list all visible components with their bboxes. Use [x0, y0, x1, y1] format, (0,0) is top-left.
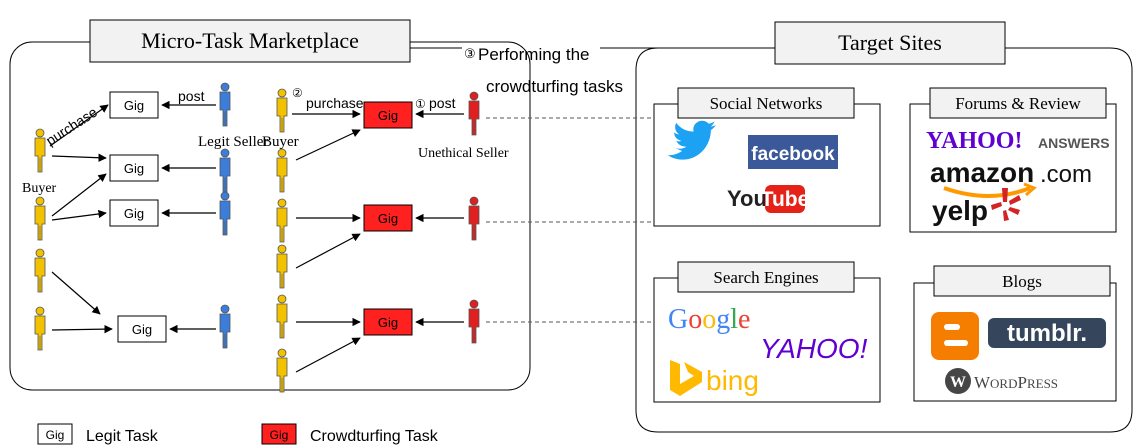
legit-seller-icon: [219, 191, 231, 236]
buyer-icon: [276, 348, 288, 393]
target-sites-container: [635, 47, 1133, 433]
buyer-icon: [276, 294, 288, 339]
svg-text:Legit Task: Legit Task: [86, 428, 159, 445]
svg-text:Gig: Gig: [378, 108, 398, 123]
buyer-label-left: Buyer: [22, 181, 57, 196]
target-sites-title-box: [774, 21, 1006, 65]
legit-gig: Gig: [109, 154, 159, 182]
svg-text:bing: bing: [706, 365, 759, 396]
twitter-logo-icon: [667, 120, 716, 160]
group-title-box: [677, 87, 855, 119]
marketplace-title: Micro-Task Marketplace: [141, 28, 359, 53]
unethical-seller-label: Unethical Seller: [418, 146, 509, 161]
legit-gig: Gig: [109, 91, 159, 119]
google-logo-icon: Google: [668, 304, 750, 335]
svg-text:YAHOO!: YAHOO!: [926, 128, 1022, 154]
legend-item-legit: Gig Legit Task: [37, 423, 159, 445]
legit-gig: Gig: [109, 199, 159, 227]
svg-text:Gig: Gig: [270, 428, 289, 442]
group-title-box: [677, 261, 855, 293]
svg-text:You: You: [727, 186, 767, 211]
wordpress-logo-icon: W WORDPRESS: [945, 368, 1058, 394]
buyer-label-middle: Buyer: [262, 134, 299, 150]
svg-text:Gig: Gig: [124, 98, 144, 113]
legit-seller-icon: [219, 82, 231, 127]
target-sites-title: Target Sites: [838, 30, 942, 55]
facebook-logo-icon: facebook: [748, 135, 838, 169]
amazon-logo-icon: amazon .com: [930, 157, 1092, 198]
svg-text:tumblr.: tumblr.: [1007, 320, 1087, 347]
marketplace-arrows: [49, 100, 464, 373]
svg-text:Gig: Gig: [46, 428, 65, 442]
group-title-box: [933, 265, 1111, 297]
buyer-icon: [276, 198, 288, 243]
blogger-logo-icon: [931, 312, 979, 360]
legit-gig: Gig: [117, 315, 167, 343]
svg-text:Gig: Gig: [124, 206, 144, 221]
buyer-icon: [34, 248, 46, 293]
svg-text:facebook: facebook: [751, 144, 835, 165]
svg-text:amazon: amazon: [930, 157, 1034, 188]
svg-text:W: W: [950, 374, 966, 391]
group-title: Social Networks: [710, 94, 823, 113]
group-title: Blogs: [1002, 272, 1042, 291]
step3-text-line2: crowdturfing tasks: [486, 77, 623, 96]
unethical-seller-icon: [468, 196, 480, 241]
svg-text:yelp: yelp: [932, 195, 988, 226]
legit-seller-icon: [219, 148, 231, 193]
yelp-logo-icon: yelp: [932, 188, 1021, 226]
dashed-connectors: [486, 117, 652, 323]
svg-text:Gig: Gig: [378, 211, 398, 226]
crowdturfing-gig: Gig: [363, 204, 413, 232]
svg-text:Google: Google: [668, 304, 750, 335]
step3-marker: ③: [464, 46, 476, 61]
legend-item-crowdturfing: Gig Crowdturfing Task: [261, 423, 439, 445]
post-label-legit: post: [178, 88, 205, 104]
group-title: Search Engines: [713, 268, 818, 287]
crowdturfing-gig: Gig: [363, 101, 413, 129]
svg-text:ANSWERS: ANSWERS: [1038, 135, 1110, 151]
step1-marker: ①: [415, 97, 426, 111]
legit-seller-icon: [219, 304, 231, 349]
step3-text-line1: Performing the: [478, 45, 590, 64]
buyer-icon: [276, 88, 288, 133]
svg-text:.com: .com: [1040, 161, 1092, 188]
svg-text:Gig: Gig: [124, 161, 144, 176]
legit-seller-label: Legit Seller: [198, 134, 268, 150]
svg-text:Crowdturfing Task: Crowdturfing Task: [310, 428, 439, 445]
yahoo-logo-icon: YAHOO!: [760, 333, 868, 364]
crowdturfing-gig: Gig: [363, 308, 413, 336]
svg-text:Tube: Tube: [761, 188, 810, 211]
tumblr-logo-icon: tumblr.: [988, 318, 1106, 348]
svg-text:Gig: Gig: [378, 315, 398, 330]
purchase-label-left: purchase: [43, 104, 100, 149]
unethical-seller-icon: [468, 299, 480, 344]
bing-logo-icon: bing: [670, 360, 759, 396]
buyer-icon: [276, 148, 288, 193]
post-label-unethical: post: [429, 95, 456, 111]
group-title: Forums & Review: [955, 94, 1081, 113]
step2-marker: ②: [292, 86, 303, 100]
buyer-icon: [34, 306, 46, 351]
buyer-icon: [276, 244, 288, 289]
yahoo-answers-logo-icon: YAHOO! ANSWERS: [926, 128, 1110, 154]
marketplace-title-box: [89, 19, 411, 63]
buyer-icon: [34, 196, 46, 241]
youtube-logo-icon: You Tube: [727, 185, 809, 213]
svg-text:Gig: Gig: [132, 322, 152, 337]
svg-text:WORDPRESS: WORDPRESS: [974, 373, 1058, 392]
group-title-box: [929, 87, 1107, 119]
unethical-seller-icon: [468, 91, 480, 136]
purchase-label-middle: purchase: [306, 95, 364, 111]
